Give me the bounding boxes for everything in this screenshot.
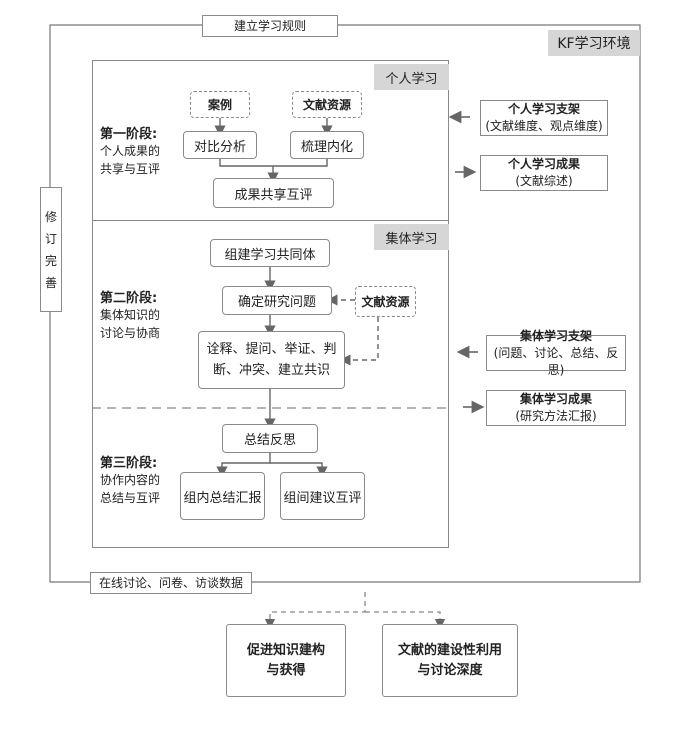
section-group-text: 集体学习: [385, 231, 438, 247]
stage3-sub-line2: 总结与互评: [100, 491, 161, 505]
node-share: 成果共享互评: [213, 178, 334, 208]
personal-scaffold-box: 个人学习支架 (文献维度、观点维度): [480, 100, 608, 136]
section-group: 集体学习: [374, 224, 449, 250]
discussion-line2: 断、冲突、建立共识: [212, 363, 330, 378]
stage1-sub-line1: 个人成果的: [100, 144, 161, 158]
node-lit-resource-1: 文献资源: [292, 91, 362, 118]
group-scaffold-detail: (问题、讨论、总结、反思): [493, 345, 619, 377]
personal-scaffold-title: 个人学习支架: [507, 102, 580, 116]
stage1-title: 第一阶段:: [100, 127, 158, 142]
data-source-text: 在线讨论、问卷、访谈数据: [98, 575, 243, 590]
outcome-knowledge-line1: 促进知识建构: [246, 642, 325, 658]
stage1-subtitle: 个人成果的 共享与互评: [100, 142, 160, 178]
stage1-sub-line2: 共享与互评: [100, 162, 161, 176]
section-personal-text: 个人学习: [385, 71, 438, 87]
node-define-problem: 确定研究问题: [222, 286, 332, 315]
stage3-sub-line1: 协作内容的: [100, 473, 161, 487]
group-scaffold-title: 集体学习支架: [519, 328, 592, 343]
revise-char-1: 修: [44, 209, 57, 224]
rule-label: 建立学习规则: [202, 15, 338, 37]
discussion-line1: 诠释、提问、举证、判: [206, 342, 337, 357]
node-discussion: 诠释、提问、举证、判 断、冲突、建立共识: [198, 331, 345, 389]
panel-divider: [92, 220, 449, 221]
data-source-label: 在线讨论、问卷、访谈数据: [90, 572, 252, 594]
stage2-sub-line1: 集体知识的: [100, 308, 161, 322]
group-result-title: 集体学习成果: [519, 392, 592, 406]
node-internalize: 梳理内化: [290, 131, 364, 159]
node-summary: 总结反思: [222, 424, 318, 453]
node-compare: 对比分析: [183, 131, 257, 159]
personal-result-detail: (文献综述): [515, 174, 573, 188]
outcome-literature-line1: 文献的建设性利用: [397, 642, 502, 658]
stage2-subtitle: 集体知识的 讨论与协商: [100, 306, 160, 342]
revise-char-3: 完: [44, 253, 57, 268]
revise-label: 修 订 完 善: [40, 187, 62, 312]
node-group-report: 组内总结汇报: [180, 472, 265, 520]
env-label-text: KF学习环境: [557, 36, 631, 52]
group-result-detail: (研究方法汇报): [515, 409, 597, 423]
personal-result-title: 个人学习成果: [507, 157, 580, 171]
stage3-title: 第三阶段:: [100, 456, 158, 471]
node-form-group: 组建学习共同体: [210, 239, 330, 267]
node-lit-resource-2: 文献资源: [355, 286, 416, 317]
stage2-sub-line2: 讨论与协商: [100, 326, 161, 340]
node-cross-review: 组间建议互评: [280, 472, 365, 520]
personal-scaffold-detail: (文献维度、观点维度): [485, 119, 603, 133]
stage2-title: 第二阶段:: [100, 291, 158, 306]
outcome-knowledge-line2: 与获得: [266, 662, 306, 678]
outcome-knowledge: 促进知识建构 与获得: [226, 624, 346, 697]
personal-result-box: 个人学习成果 (文献综述): [480, 155, 608, 191]
revise-char-2: 订: [44, 231, 57, 246]
section-personal: 个人学习: [374, 64, 449, 90]
main-panel: [92, 60, 449, 548]
group-scaffold-box: 集体学习支架 (问题、讨论、总结、反思): [486, 329, 626, 377]
node-case: 案例: [190, 91, 250, 118]
env-label: KF学习环境: [548, 30, 640, 56]
group-result-box: 集体学习成果 (研究方法汇报): [486, 390, 626, 426]
outcome-literature-line2: 与讨论深度: [417, 662, 483, 678]
stage3-subtitle: 协作内容的 总结与互评: [100, 471, 160, 507]
rule-label-text: 建立学习规则: [233, 18, 306, 33]
revise-char-4: 善: [44, 275, 57, 290]
outcome-literature: 文献的建设性利用 与讨论深度: [382, 624, 518, 697]
